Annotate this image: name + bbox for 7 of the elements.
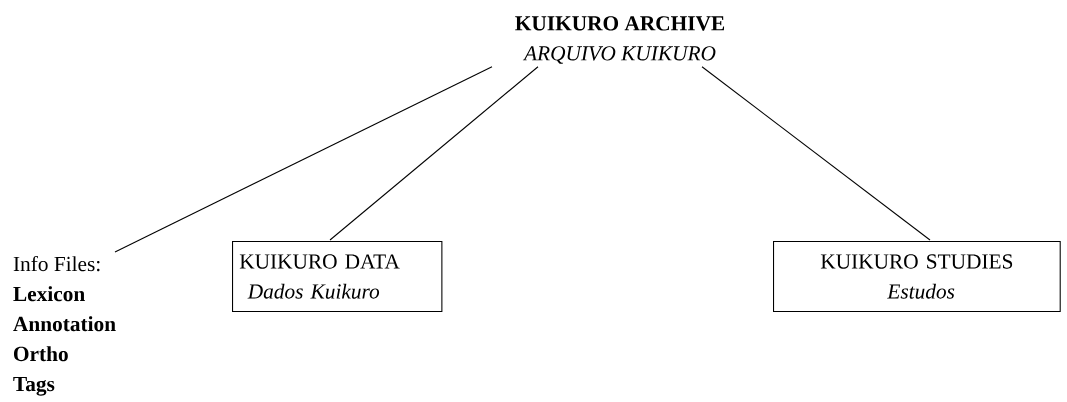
- connector-line: [114, 66, 493, 253]
- file-list: Info Files: Lexicon Annotation Ortho Tags: [13, 255, 116, 396]
- connector-line: [329, 66, 539, 241]
- label-box: KUIKURO STUDIES Estudos: [773, 241, 1061, 313]
- title-text: KUIKURO ARCHIVE ARQUIVO KUIKURO: [515, 16, 725, 64]
- label-box: KUIKURO DATA Dados Kuikuro: [232, 241, 443, 313]
- connector-line: [701, 66, 931, 241]
